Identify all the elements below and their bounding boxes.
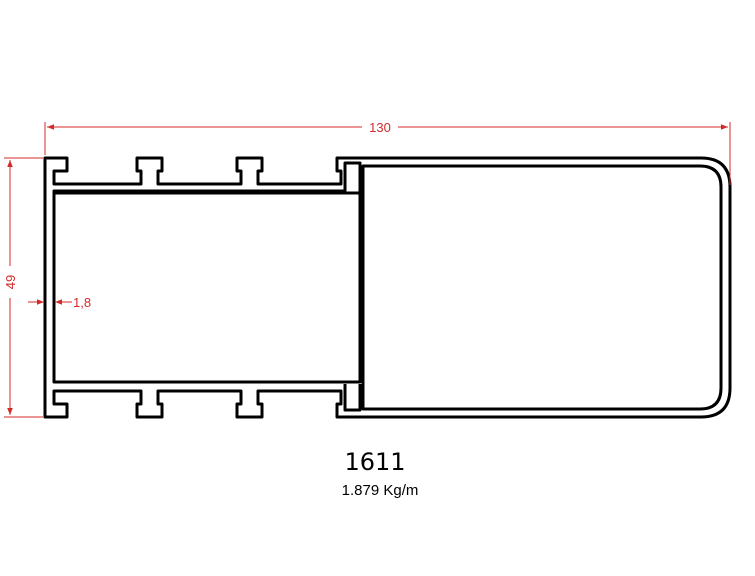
profile-outer-contour xyxy=(43,156,732,419)
dimension-height-label: 49 xyxy=(3,275,18,289)
profile-inner-chamber-left xyxy=(52,161,362,384)
dimension-thickness-label: 1,8 xyxy=(73,295,91,310)
profile-code: 1611 xyxy=(344,448,405,476)
profile-lower-lip xyxy=(343,384,362,412)
profile-section xyxy=(43,156,732,419)
profile-inner-chamber-right xyxy=(361,164,723,411)
dimension-width: 130 xyxy=(44,120,731,185)
dimension-width-label: 130 xyxy=(369,120,391,135)
dimension-thickness: 1,8 xyxy=(28,295,91,310)
dimension-height: 49 xyxy=(3,157,43,418)
profile-weight: 1.879 Kg/m xyxy=(342,482,419,499)
